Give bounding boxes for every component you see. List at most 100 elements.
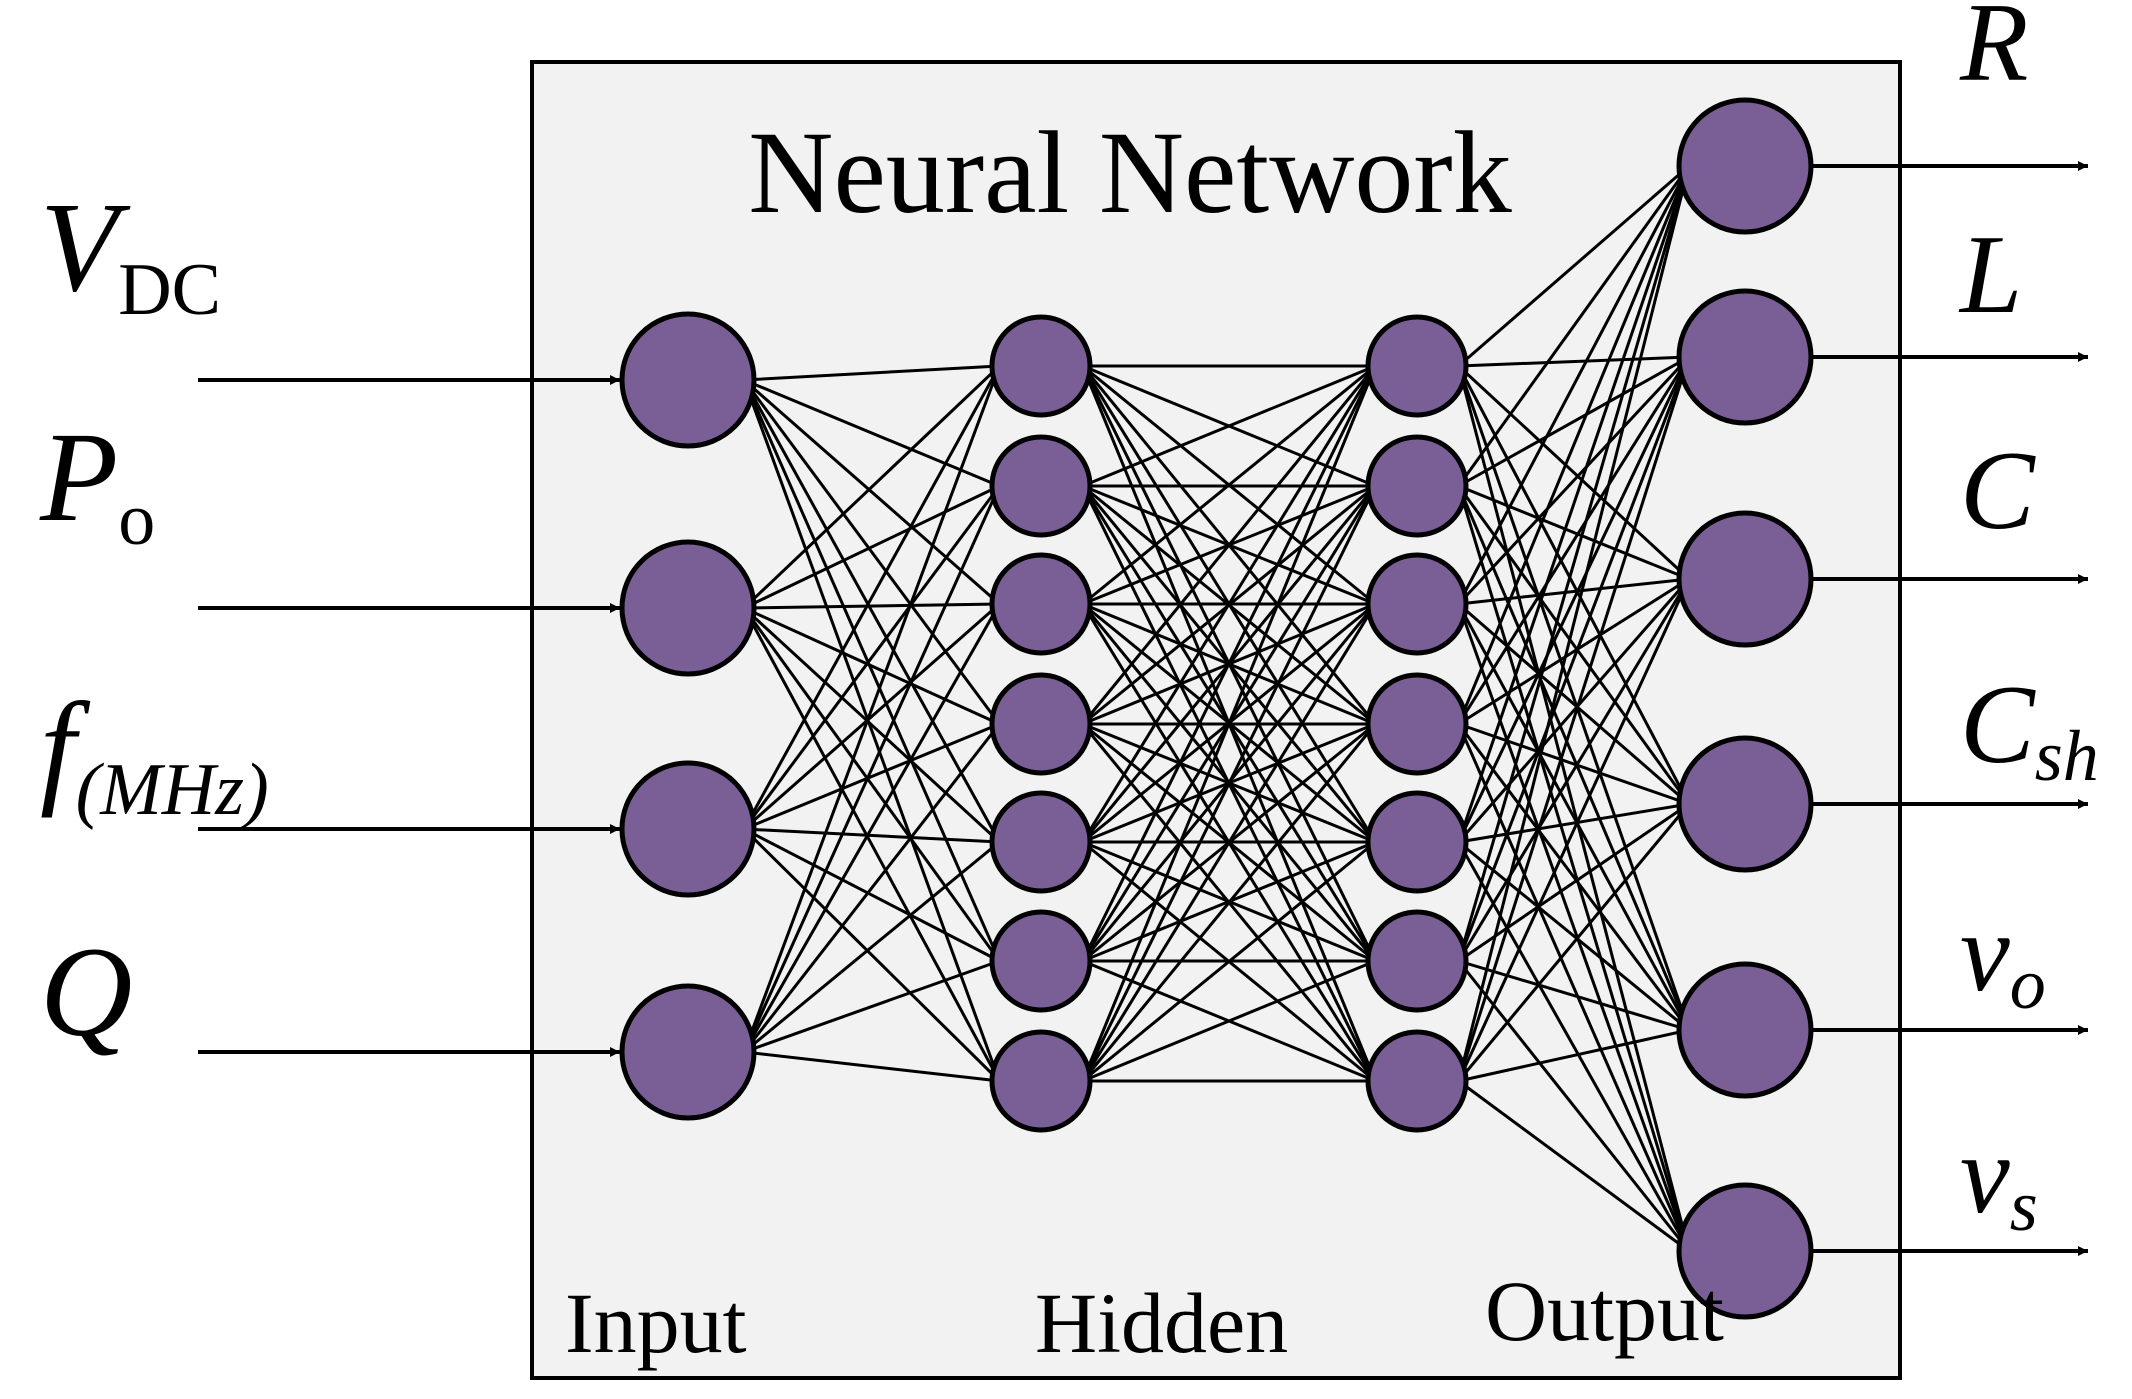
connection-line [742, 607, 1001, 1082]
connection-line [1457, 485, 1691, 1252]
connection-line [742, 379, 1001, 725]
hidden-node-3 [989, 552, 1093, 656]
connection-line [1081, 365, 1377, 725]
connection-line [743, 602, 1001, 831]
connection-line [1457, 577, 1690, 726]
connection-line [1082, 364, 1376, 488]
output-label-4: Csh [1960, 663, 2099, 796]
output-label-2: L [1958, 213, 2022, 337]
input-label-4: Q [40, 921, 132, 1063]
nodes [619, 97, 1814, 1320]
connection-line [1081, 365, 1377, 962]
layer-label-input: Input [565, 1275, 747, 1371]
connection-line [743, 606, 1000, 726]
hidden2-node-3 [1365, 552, 1469, 656]
connection-line [1457, 165, 1691, 962]
output-node-6 [1676, 1182, 1814, 1320]
connection-line [1457, 165, 1691, 1082]
connection-line [743, 827, 1001, 963]
connection-line [1081, 840, 1377, 1083]
connection-line [742, 485, 1001, 1053]
hidden-node-5 [989, 790, 1093, 894]
connection-line [743, 722, 1000, 831]
connection-line [1081, 603, 1377, 1082]
connection-line [1457, 356, 1691, 962]
connection-line [1081, 485, 1377, 1082]
hidden2-node-7 [1365, 1029, 1469, 1133]
connection-line [1457, 841, 1691, 1252]
connection-line [1457, 723, 1691, 1252]
connection-line [1457, 603, 1691, 1252]
connection-line [1457, 485, 1691, 1031]
connection-line [1458, 355, 1689, 368]
input-node-3 [619, 760, 757, 898]
connection-line [1457, 602, 1690, 806]
connection-line [1457, 364, 1690, 581]
output-node-2 [1676, 288, 1814, 426]
input-label-3: f(MHz) [40, 676, 269, 831]
connection-line [1081, 365, 1377, 843]
connection-line [742, 607, 1001, 962]
connection-line [1458, 959, 1690, 1032]
connection-line [1457, 603, 1691, 1031]
connection-line [1081, 365, 1377, 1082]
connection-line [743, 484, 1000, 610]
hidden-node-6 [989, 909, 1093, 1013]
connection-line [1457, 356, 1691, 725]
connection-line [743, 378, 1001, 606]
connection-line [743, 606, 1001, 844]
connection-line [1458, 1028, 1690, 1083]
connection-line [1081, 364, 1377, 606]
connection-line [1457, 578, 1691, 1082]
connection-line [1457, 164, 1690, 368]
input-label-2: Po [39, 406, 155, 561]
connection-line [744, 364, 1000, 382]
connection-line [1457, 165, 1691, 725]
connection-line [744, 602, 1000, 610]
connection-line [1457, 365, 1691, 805]
connection-line [742, 379, 1001, 1082]
connection-line [1457, 355, 1690, 488]
output-node-4 [1676, 735, 1814, 873]
output-node-1 [1676, 97, 1814, 235]
connection-line [1457, 840, 1690, 1032]
connection-line [742, 603, 1001, 1053]
connection-line [743, 840, 1001, 1054]
output-node-3 [1676, 510, 1814, 648]
connection-line [1457, 803, 1691, 1082]
connection-line [1457, 578, 1691, 962]
connection-line [1457, 365, 1691, 1252]
input-node-1 [619, 311, 757, 449]
connection-line [1457, 165, 1691, 605]
io-arrows [198, 161, 2088, 1256]
connection-line [1457, 356, 1691, 1082]
input-node-4 [619, 983, 757, 1121]
connection-line [743, 827, 1001, 1083]
connection-line [742, 365, 1001, 830]
hidden-node-2 [989, 434, 1093, 538]
connection-line [1457, 960, 1691, 1252]
hidden-node-7 [989, 1029, 1093, 1133]
connection-line [1457, 802, 1690, 963]
connection-line [742, 379, 1001, 962]
hidden2-node-4 [1365, 672, 1469, 776]
connection-line [742, 365, 1001, 1053]
layer-label-output: Output [1485, 1263, 1724, 1359]
connection-line [1457, 485, 1691, 805]
network-title: Neural Network [748, 107, 1511, 238]
connection-line [743, 378, 1000, 488]
hidden2-node-6 [1365, 909, 1469, 1013]
connection-line [1457, 356, 1691, 843]
output-label-1: R [1959, 0, 2028, 105]
connection-line [1457, 355, 1690, 606]
network-box [530, 60, 1902, 1380]
hidden-node-1 [989, 314, 1093, 418]
connection-line [1081, 723, 1377, 1082]
connection-line [1457, 578, 1691, 843]
connection-line [1458, 802, 1690, 844]
connection-line [1457, 723, 1691, 1031]
connection-line [742, 723, 1001, 1053]
layer-label-hidden: Hidden [1035, 1275, 1288, 1371]
